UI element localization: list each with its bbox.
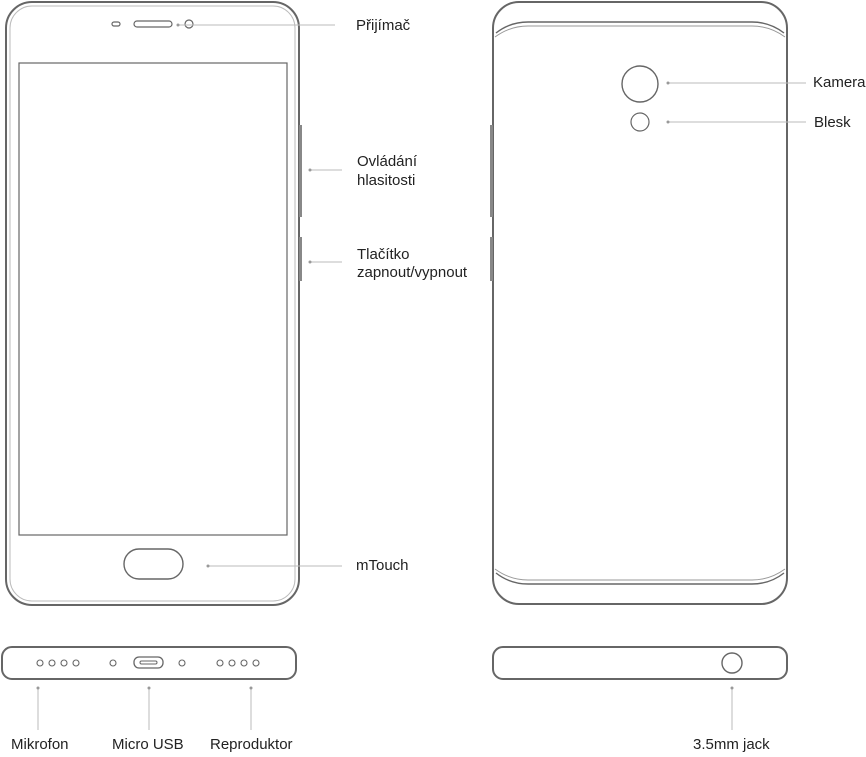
top-antenna-line	[495, 21, 785, 34]
leader-lines	[37, 24, 806, 730]
home-button	[123, 548, 184, 580]
back-side-button-2	[490, 237, 493, 281]
flash-label: Blesk	[814, 114, 851, 131]
rear-flash	[630, 112, 650, 132]
power-button	[299, 237, 302, 281]
rear-camera	[621, 65, 659, 103]
leader-dots	[36, 23, 734, 690]
bottom-edge-view	[1, 646, 297, 680]
top-antenna-line-2	[494, 25, 786, 38]
speaker-holes	[216, 659, 260, 667]
speaker-label: Reproduktor	[210, 736, 293, 753]
mtouch-label: mTouch	[356, 557, 409, 574]
bottom-antenna-line	[495, 572, 785, 585]
screw-right	[178, 659, 186, 667]
bottom-edge-body	[1, 646, 297, 680]
microphone-label: Mikrofon	[11, 736, 69, 753]
jack-edge-body	[492, 646, 788, 680]
bottom-antenna-line-2	[494, 568, 786, 581]
micro-usb-label: Micro USB	[112, 736, 184, 753]
micro-usb-port	[133, 656, 164, 669]
back-body	[492, 1, 788, 605]
volume-label-line2: hlasitosti	[357, 172, 416, 189]
front-body-inner-edge	[9, 5, 296, 602]
microphone-holes	[36, 659, 80, 667]
front-view	[5, 1, 302, 606]
front-camera	[184, 19, 194, 29]
headphone-jack	[721, 652, 743, 674]
screen	[18, 62, 288, 536]
front-sensor	[111, 21, 121, 27]
volume-button	[299, 125, 302, 217]
camera-label: Kamera	[813, 74, 866, 91]
receiver-label: Přijímač	[356, 17, 411, 34]
jack-edge-view	[492, 646, 788, 680]
jack-label: 3.5mm jack	[693, 736, 770, 753]
earpiece	[133, 20, 173, 28]
micro-usb-port-inner	[139, 660, 158, 665]
power-label-line1: Tlačítko	[357, 246, 410, 263]
back-view	[490, 1, 788, 605]
back-side-button-1	[490, 125, 493, 217]
power-label-line2: zapnout/vypnout	[357, 264, 468, 281]
volume-label-line1: Ovládání	[357, 153, 418, 170]
screw-left	[109, 659, 117, 667]
